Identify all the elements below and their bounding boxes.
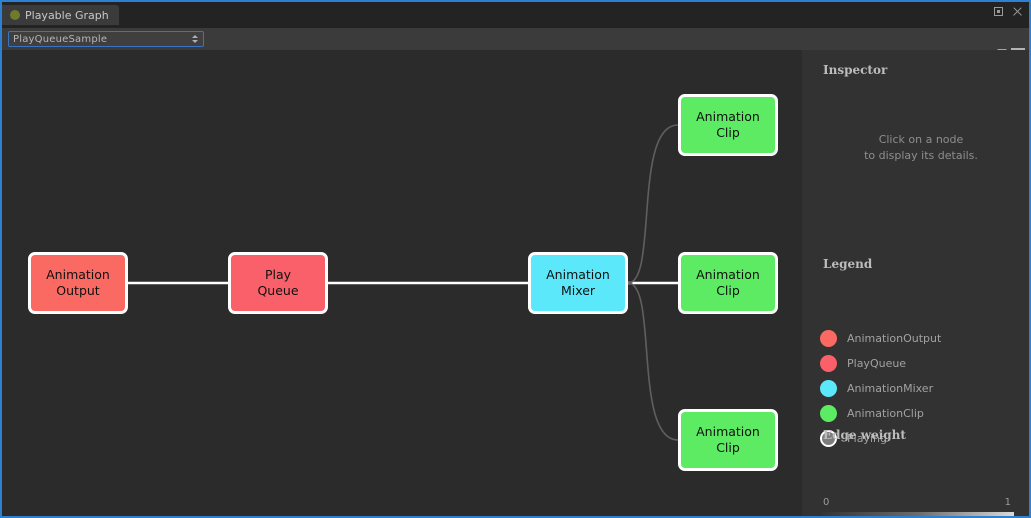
close-icon[interactable] <box>1012 6 1023 17</box>
node-label-line2: Queue <box>257 283 299 298</box>
window-controls <box>994 6 1023 17</box>
legend-item: PlayQueue <box>820 351 1020 376</box>
tab-bar: Playable Graph <box>2 2 1029 28</box>
inspector-hint-line1: Click on a node <box>878 133 964 146</box>
inspector-hint: Click on a node to display its details. <box>823 132 1019 164</box>
tab-playable-graph[interactable]: Playable Graph <box>2 5 119 25</box>
node-label-line1: Animation <box>546 266 610 282</box>
legend-item-label: AnimationClip <box>847 407 924 420</box>
inspector-sidebar: Inspector Click on a node to display its… <box>802 50 1029 516</box>
legend-swatch-icon <box>820 330 837 347</box>
inspector-hint-line2: to display its details. <box>864 148 978 162</box>
legend-swatch-icon <box>820 430 837 447</box>
edge-weight-title: Edge weight <box>823 428 906 442</box>
legend-item: AnimationClip <box>820 401 1020 426</box>
node-label-line1: Animation <box>696 108 760 124</box>
legend-title: Legend <box>823 257 873 271</box>
graph-edge-animation-mixer-to-animation-clip-3 <box>627 282 679 441</box>
node-label-line2: Clip <box>716 283 740 298</box>
legend-swatch-icon <box>820 405 837 422</box>
inspector-title: Inspector <box>823 63 888 77</box>
up-down-arrows-icon <box>191 34 199 45</box>
legend-item: Playing <box>820 426 1020 451</box>
edge-weight-gradient-bar <box>821 512 1014 516</box>
node-label-line2: Mixer <box>560 283 596 298</box>
graph-selector-dropdown[interactable]: PlayQueueSample <box>8 31 204 47</box>
tab-label: Playable Graph <box>25 8 109 22</box>
node-label-line2: Clip <box>716 440 740 455</box>
legend-item-label: PlayQueue <box>847 357 907 370</box>
edge-weight-min: 0 <box>823 497 830 508</box>
graph-edge-animation-mixer-to-animation-clip-1 <box>627 124 679 284</box>
legend-item-label: AnimationOutput <box>847 332 942 345</box>
legend-item-label: AnimationMixer <box>847 382 934 395</box>
graph-edges <box>128 124 679 441</box>
node-label-line1: Animation <box>46 266 110 282</box>
legend-item: AnimationMixer <box>820 376 1020 401</box>
maximize-icon[interactable] <box>994 7 1003 16</box>
legend-swatch-icon <box>820 380 837 397</box>
legend-item: AnimationOutput <box>820 326 1020 351</box>
node-label-line2: Output <box>56 283 100 298</box>
node-label-line1: Animation <box>696 266 760 282</box>
edge-weight-scale: 0 1 <box>823 497 1011 508</box>
node-label-line1: Animation <box>696 423 760 439</box>
legend-swatch-icon <box>820 355 837 372</box>
toolbar: PlayQueueSample <box>2 28 1029 58</box>
legend-item-label: Playing <box>847 432 887 445</box>
graph-selector-value: PlayQueueSample <box>13 33 108 45</box>
node-label-line1: Play <box>264 266 292 282</box>
node-label-line2: Clip <box>716 125 740 140</box>
graph-dot-icon <box>10 10 20 20</box>
edge-weight-max: 1 <box>1004 497 1011 508</box>
